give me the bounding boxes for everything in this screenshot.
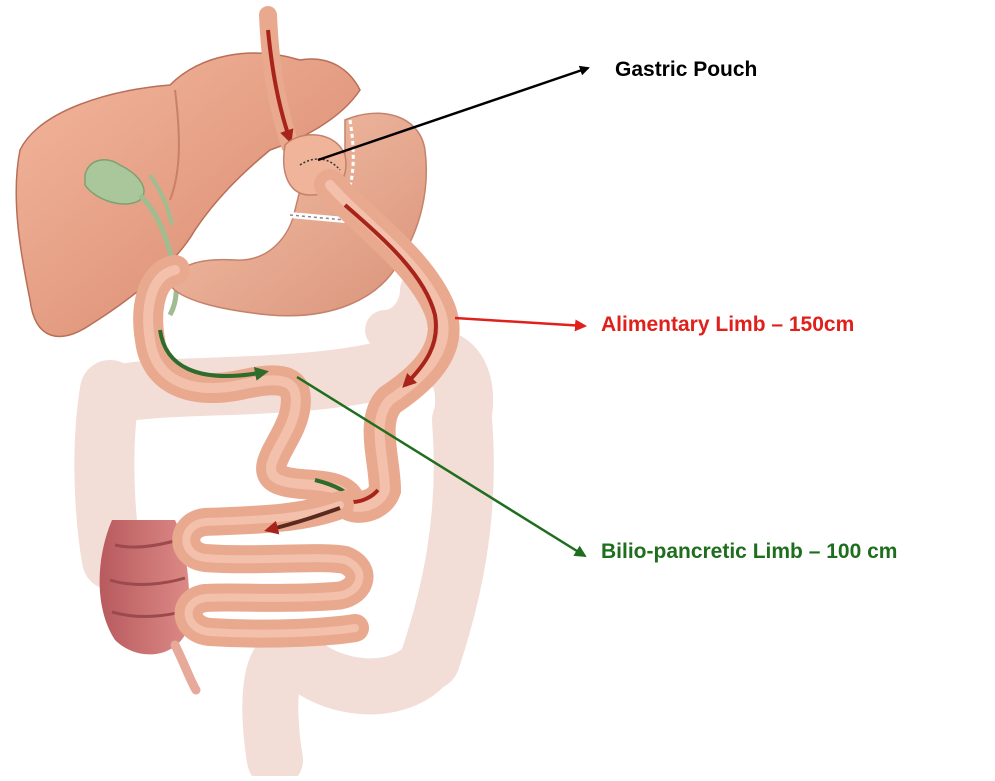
alimentary-limb-pointer: [455, 318, 585, 326]
gastric-pouch-label: Gastric Pouch: [615, 58, 757, 82]
common-channel: [186, 505, 359, 634]
biliopancreatic-limb-label: Bilio-pancretic Limb – 100 cm: [601, 540, 897, 564]
alimentary-limb-label: Alimentary Limb – 150cm: [601, 313, 854, 337]
gastric-pouch-pointer: [318, 68, 588, 160]
